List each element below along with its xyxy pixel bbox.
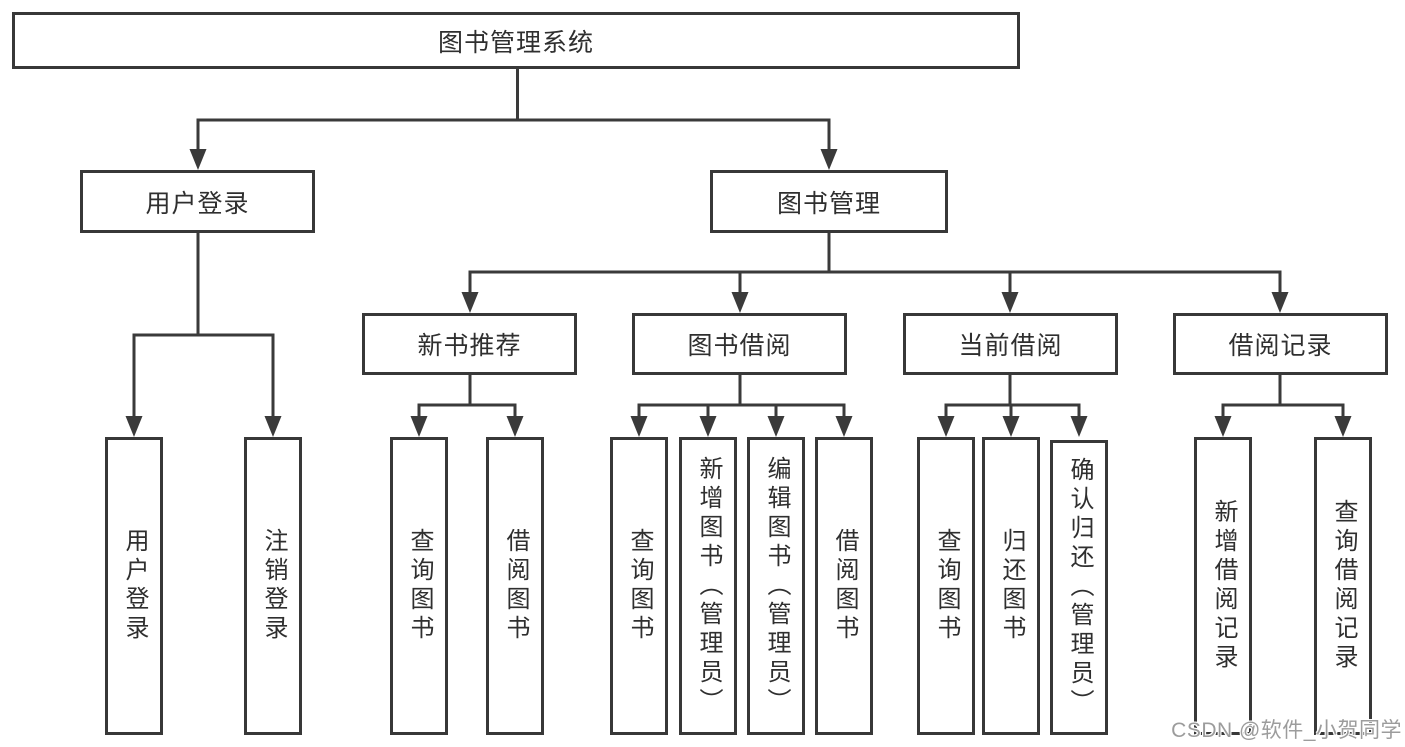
node-book-management: 图书管理 — [710, 170, 948, 233]
leaf-recommend-borrow-books: 借阅图书 — [486, 437, 544, 735]
csdn-watermark: CSDN @软件_小贺同学 — [1171, 719, 1402, 742]
node-new-book-recommend: 新书推荐 — [362, 313, 577, 375]
leaf-current-confirm-return-admin: 确认归还（管理员） — [1050, 440, 1108, 735]
node-current-borrow: 当前借阅 — [903, 313, 1118, 375]
leaf-borrow-query-books: 查询图书 — [610, 437, 668, 735]
node-root: 图书管理系统 — [12, 12, 1020, 69]
leaf-records-query-record: 查询借阅记录 — [1314, 437, 1372, 735]
leaf-recommend-query-books: 查询图书 — [390, 437, 448, 735]
leaf-borrow-borrow-books: 借阅图书 — [815, 437, 873, 735]
leaf-current-return-books: 归还图书 — [982, 437, 1040, 735]
leaf-borrow-add-books-admin: 新增图书（管理员） — [679, 437, 737, 735]
leaf-user-login: 用户登录 — [105, 437, 163, 735]
node-book-borrow: 图书借阅 — [632, 313, 847, 375]
node-user-login: 用户登录 — [80, 170, 315, 233]
leaf-records-add-record: 新增借阅记录 — [1194, 437, 1252, 735]
leaf-logout: 注销登录 — [244, 437, 302, 735]
leaf-borrow-edit-books-admin: 编辑图书（管理员） — [747, 437, 805, 735]
node-borrow-records: 借阅记录 — [1173, 313, 1388, 375]
leaf-current-query-books: 查询图书 — [917, 437, 975, 735]
